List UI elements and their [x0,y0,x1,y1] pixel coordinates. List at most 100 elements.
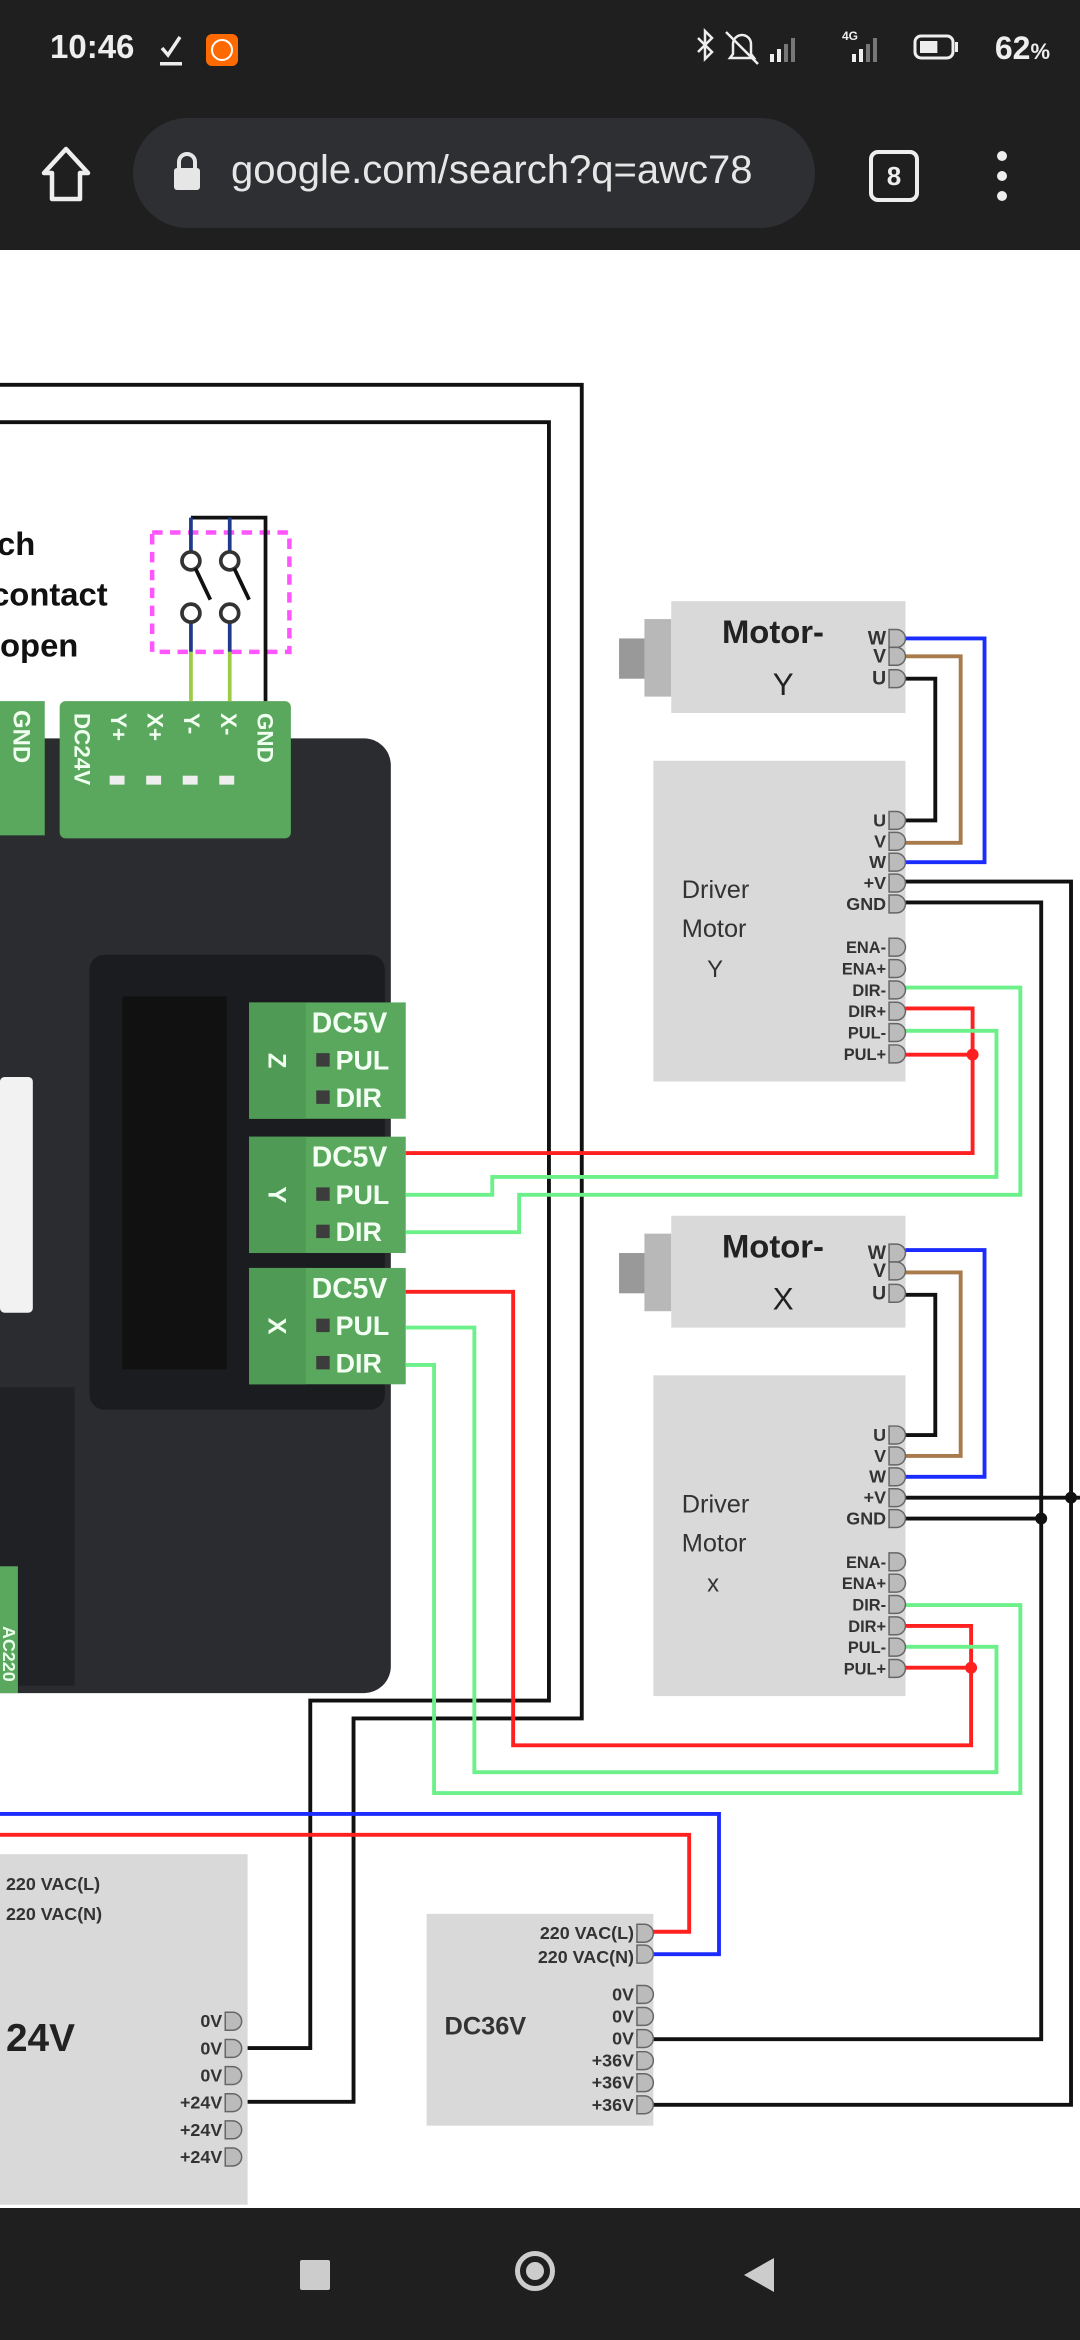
pin-screw-icon [316,1090,330,1104]
pin-label: GND [846,894,886,914]
url-bar[interactable]: google.com/search?q=awc78 [133,118,815,228]
terminal-pin-icon [888,1022,907,1043]
desc-line-2: contact [0,576,108,613]
terminal-pin-icon [636,2006,655,2027]
pin-label: 0V [200,2011,222,2031]
psu-body [426,1913,654,2126]
driver-label-2: Motor [682,915,747,943]
limit-switches [180,515,268,702]
psu-ac-l: 220 VAC(L) [6,1874,100,1894]
driver-axis: x [707,1571,719,1598]
axis-pin-label: DC5V [312,1142,388,1174]
driver-axis: Y [707,956,723,983]
terminal-pin-icon [888,1446,907,1466]
motor-shaft [619,638,649,679]
driver-body [653,1375,906,1697]
terminal-pin-icon [888,1044,907,1064]
terminal-pin-icon [888,1487,907,1508]
terminal-pin-icon [636,2050,655,2071]
nav-bar [0,2208,1080,2340]
terminal-screw-icon [182,775,198,785]
psu-ac-n: 220 VAC(N) [6,1904,102,1924]
terminal-pin-icon [888,1425,907,1445]
back-button[interactable] [742,2256,776,2294]
psu-ac-l: 220 VAC(L) [540,1923,634,1943]
network-type: 4G [842,29,858,43]
home-icon[interactable] [38,145,94,205]
pin-label: +36V [592,2051,634,2071]
wire-motor-y-v [900,654,963,845]
wire-24v-plus [0,382,584,2104]
wire-motor-y-u [900,676,938,823]
pin-label: V [873,1260,886,1282]
recents-button[interactable] [300,2260,330,2290]
download-done-icon [160,36,182,66]
ac220-terminal [0,1566,18,1694]
tab-switcher-button[interactable]: 8 [869,150,919,202]
terminal-pin-icon [636,1984,655,2005]
tab-count: 8 [886,161,902,191]
pin-label: 0V [612,2029,634,2049]
motor-flange [644,619,672,697]
io-terminal-label: Y+ [106,713,131,741]
pin-label: V [873,645,886,667]
pin-label: U [873,1425,886,1445]
terminal-pin-icon [888,1243,907,1263]
limit-switch-box [149,530,292,655]
terminal-pin-icon [888,1508,907,1529]
menu-dots-icon[interactable] [990,148,1014,204]
ac220-label: AC220 [0,1626,19,1682]
wire-ac-l [0,1832,692,1934]
controller-label-sticker [0,1077,33,1313]
lock-icon [174,152,200,190]
terminal-screw-icon [109,775,125,785]
pin-label: DIR+ [848,1003,886,1021]
status-bar: 10:46 4G 62% [0,0,1080,100]
wire-x-pul [405,1325,999,1775]
driver-y: DriverMotorYUVW+VGNDENA-ENA+DIR-DIR+PUL-… [653,760,907,1082]
terminal-pin-icon [888,1283,907,1303]
terminal-pin-icon [636,1923,655,1964]
terminal-pin-icon [888,1594,907,1615]
io-terminal-label: X+ [143,713,168,741]
axis-connector-label: Y [263,1186,291,1203]
pin-label: ENA- [846,1554,886,1572]
terminal-pin-icon [224,2065,243,2086]
pin-screw-icon [316,1318,330,1333]
browser-toolbar: google.com/search?q=awc78 8 [0,100,1080,250]
terminal-pin-icon [224,2011,243,2031]
battery-percent: 62% [994,30,1050,66]
pin-label: GND [846,1509,886,1529]
bell-muted-icon [725,31,759,65]
terminal-pin-icon [888,937,907,957]
connector-slot [122,996,227,1370]
terminal-pin-icon [888,1261,907,1281]
terminal-pin-icon [888,1001,907,1021]
pin-label: W [869,1467,886,1487]
switch-description: ch contact open [0,525,108,663]
pin-label: 0V [200,2038,222,2058]
psu-36v: 220 VAC(L)220 VAC(N)DC36V0V0V0V+36V+36V+… [426,1913,655,2126]
home-button[interactable] [515,2251,555,2291]
motor-body [671,1215,906,1328]
junction-dots [965,1048,1078,1674]
pin-label: +V [864,1488,886,1508]
pin-label: DIR- [852,982,886,1000]
pin-label: +24V [180,2093,222,2113]
terminal-pin-icon [224,2147,243,2167]
pin-label: U [872,1282,886,1304]
terminal-pin-icon [888,669,907,689]
terminal-pin-icon [888,628,907,649]
psu-body [0,1854,248,2205]
wire-y-dc5v [405,1006,975,1156]
motor-title: Motor- [722,613,824,650]
driver-label-1: Driver [682,1491,750,1519]
status-time: 10:46 [50,28,135,65]
psu-label: 24V [6,2017,75,2060]
psu-label: DC36V [445,2013,527,2041]
status-right-icons: 4G [697,28,958,65]
motor-body [671,601,906,714]
